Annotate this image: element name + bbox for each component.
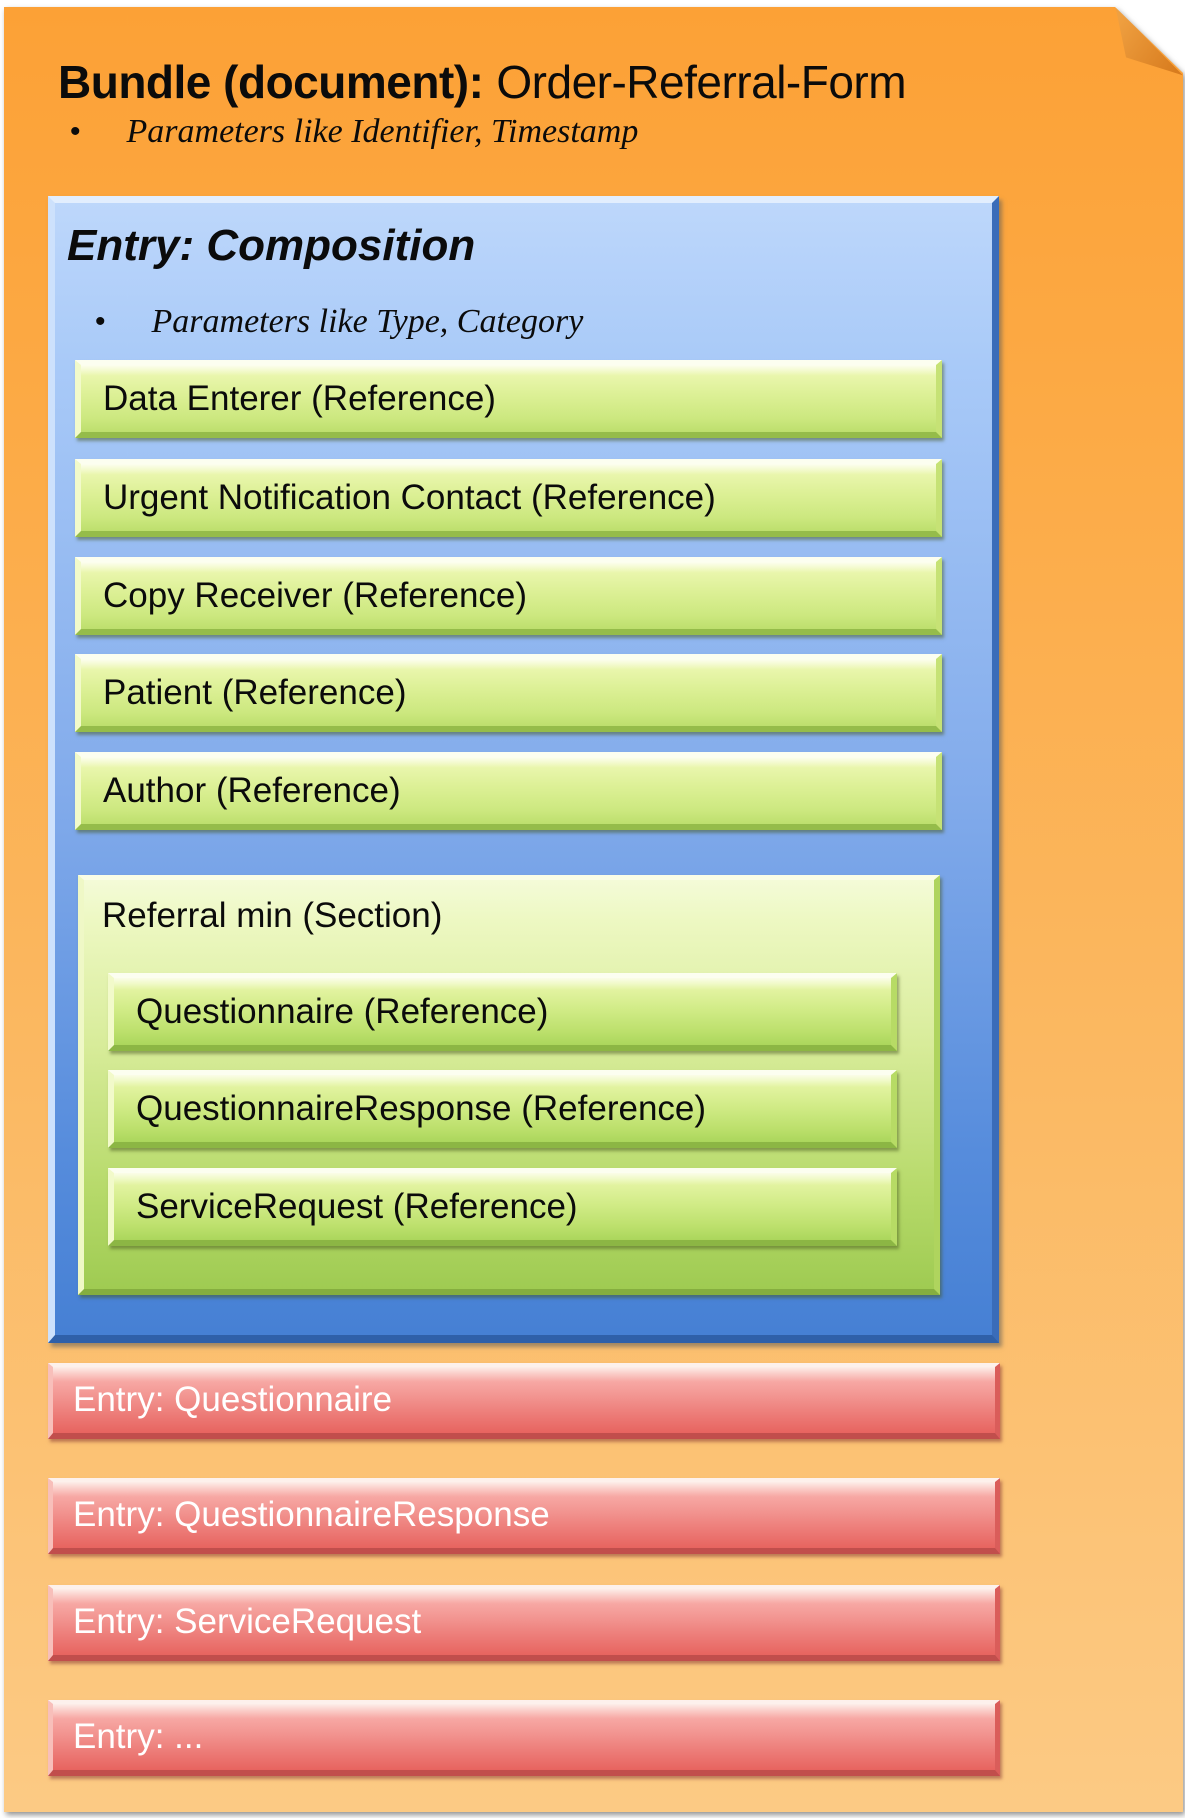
folded-corner-icon [1115,7,1183,76]
entry-bar-service-request: Entry: ServiceRequest [48,1585,1000,1661]
entry-bar-ellipsis: Entry: ... [48,1700,1000,1776]
reference-label: Patient (Reference) [103,672,407,712]
reference-label: Copy Receiver (Reference) [103,575,528,615]
composition-title: Entry: Composition [67,221,476,270]
composition-bullet-text: Parameters like Type, Category [151,303,584,340]
entry-label: Entry: Questionnaire [73,1380,393,1419]
reference-box-copy-receiver: Copy Receiver (Reference) [75,557,942,635]
reference-label: Urgent Notification Contact (Reference) [103,477,716,517]
entry-bar-questionnaire-response: Entry: QuestionnaireResponse [48,1478,1000,1554]
bundle-title-label: Bundle (document): [58,56,484,108]
entry-label: Entry: ServiceRequest [73,1602,422,1641]
entry-label: Entry: QuestionnaireResponse [73,1495,550,1534]
reference-label: ServiceRequest (Reference) [136,1186,578,1226]
entry-label: Entry: ... [73,1717,204,1756]
bundle-document-page-wrapper: Bundle (document): Order-Referral-Form •… [4,7,1183,1812]
reference-label: Data Enterer (Reference) [103,378,496,418]
composition-entry-box: Entry: Composition • Parameters like Typ… [48,196,999,1343]
composition-bullet-row: • Parameters like Type, Category [95,299,583,345]
section-title: Referral min (Section) [102,896,443,935]
reference-box-data-enterer: Data Enterer (Reference) [75,360,942,438]
reference-box-author: Author (Reference) [75,752,942,830]
reference-label: Questionnaire (Reference) [136,991,549,1031]
entry-bar-questionnaire: Entry: Questionnaire [48,1363,1000,1439]
bundle-bullet-row: • Parameters like Identifier, Timestamp [70,109,638,155]
reference-box-service-request: ServiceRequest (Reference) [108,1168,897,1246]
reference-box-patient: Patient (Reference) [75,654,942,732]
bundle-document-page: Bundle (document): Order-Referral-Form •… [4,7,1183,1812]
bundle-bullet-text: Parameters like Identifier, Timestamp [126,113,639,150]
bundle-title: Bundle (document): Order-Referral-Form [58,51,907,113]
reference-box-urgent-notification-contact: Urgent Notification Contact (Reference) [75,459,942,537]
bundle-title-name: Order-Referral-Form [496,56,907,108]
reference-label: QuestionnaireResponse (Reference) [136,1088,707,1128]
bullet-dot-icon: • [70,115,81,148]
reference-label: Author (Reference) [103,770,401,810]
reference-box-questionnaire: Questionnaire (Reference) [108,973,897,1051]
bullet-dot-icon: • [95,305,106,338]
reference-box-questionnaire-response: QuestionnaireResponse (Reference) [108,1070,897,1148]
referral-min-section-box: Referral min (Section) Questionnaire (Re… [78,875,940,1295]
